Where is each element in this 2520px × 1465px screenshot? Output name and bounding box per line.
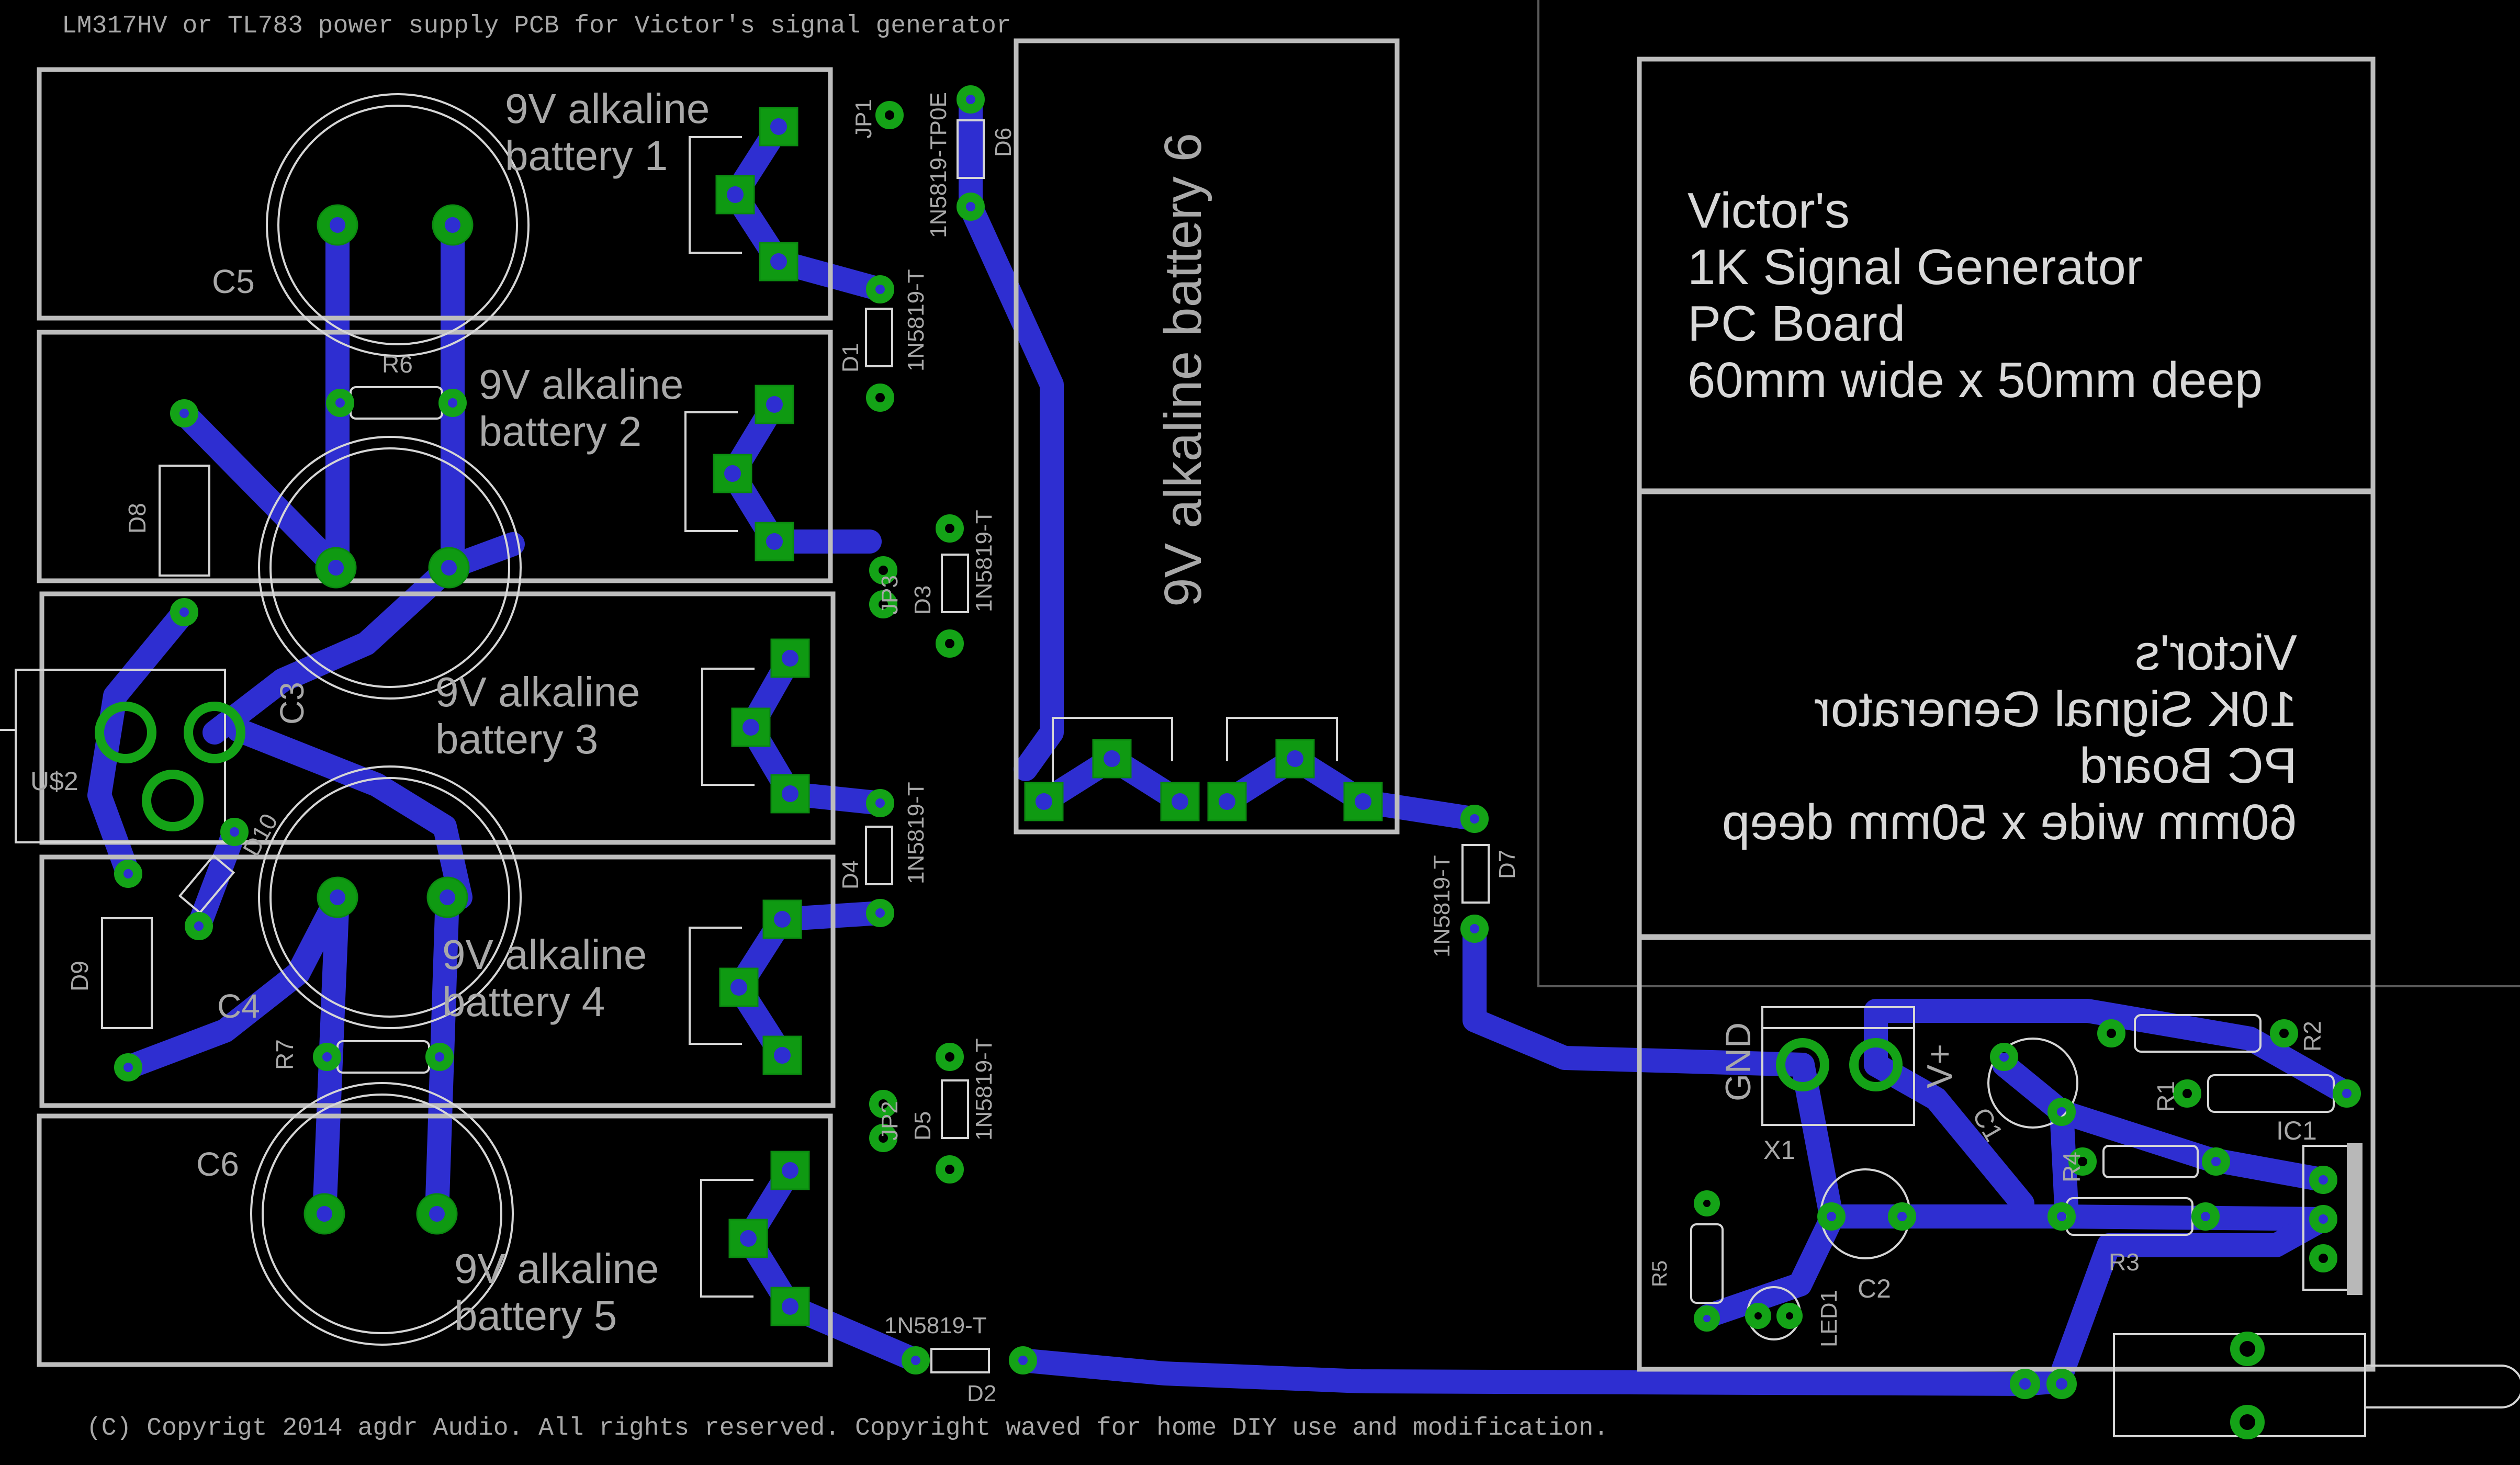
gnd-label: GND: [1718, 1022, 1758, 1101]
battery-1-label-line1: 9V alkaline: [505, 85, 710, 132]
c2-label: C2: [1858, 1274, 1891, 1303]
x1-label: X1: [1763, 1135, 1795, 1165]
note-line3: PC Board: [1688, 296, 1905, 352]
r5-label: R5: [1648, 1260, 1671, 1287]
d7-part: 1N5819-T: [1429, 855, 1455, 957]
vplus-label: V+: [1920, 1044, 1960, 1088]
d2-part: 1N5819-T: [884, 1313, 987, 1338]
d2-label: D2: [967, 1381, 996, 1406]
d6-label: D6: [991, 128, 1016, 157]
battery-5-label-line1: 9V alkaline: [454, 1245, 659, 1292]
battery-3-label-line2: battery 3: [435, 716, 598, 762]
board-outline: [1537, 0, 2520, 987]
r4-label: R4: [2058, 1152, 2085, 1182]
d7-label: D7: [1494, 850, 1520, 879]
cap-outlines: [250, 93, 530, 1346]
battery-4-label-line1: 9V alkaline: [442, 931, 647, 978]
c4-label: C4: [217, 987, 260, 1025]
component-pads: [95, 85, 2362, 1439]
battery-1-label-line2: battery 1: [505, 132, 668, 179]
jp2-label: JP2: [877, 1101, 903, 1141]
battery-2-label-line1: 9V alkaline: [479, 361, 683, 408]
mirrored-note: Victor's 10K Signal Generator PC Board 6…: [1722, 625, 2297, 850]
d3-part: 1N5819-T: [971, 510, 997, 612]
r2-label: R2: [2299, 1021, 2326, 1052]
d4-label: D4: [838, 860, 863, 889]
ic1-label: IC1: [2276, 1116, 2317, 1145]
battery-2-label-line2: battery 2: [479, 408, 642, 455]
note-line1: Victor's: [1688, 183, 1850, 239]
copyright-notice: (C) Copyrigt 2014 agdr Audio. All rights…: [86, 1414, 1608, 1443]
note-line2: 1K Signal Generator: [1688, 239, 2143, 295]
us2-label: U$2: [30, 767, 78, 796]
battery-5-label-line2: battery 5: [454, 1292, 617, 1339]
d1-label: D1: [838, 343, 863, 373]
d9-label: D9: [66, 961, 93, 991]
d3-label: D3: [910, 585, 936, 615]
r3-label: R3: [2109, 1248, 2140, 1276]
c6-label: C6: [196, 1145, 239, 1183]
d6-part: 1N5819-TP0E: [926, 92, 951, 238]
mirrored-note-line2: 10K Signal Generator: [1814, 681, 2297, 737]
jp3-label: JP3: [877, 575, 903, 615]
mirrored-note-line3: PC Board: [2079, 738, 2297, 794]
d1-part: 1N5819-T: [903, 269, 929, 371]
battery-4-label-line2: battery 4: [442, 978, 605, 1025]
r1-label: R1: [2152, 1081, 2179, 1112]
led1-label: LED1: [1816, 1290, 1842, 1347]
note-line4: 60mm wide x 50mm deep: [1688, 352, 2263, 408]
battery-clip-outlines: [684, 136, 1338, 1298]
d5-part: 1N5819-T: [971, 1038, 997, 1141]
d4-part: 1N5819-T: [903, 782, 929, 884]
battery-6-label: 9V alkaline battery 6: [1154, 133, 1212, 607]
mirrored-note-line1: Victor's: [2135, 625, 2297, 681]
c3-label: C3: [273, 682, 311, 725]
mirrored-note-line4: 60mm wide x 50mm deep: [1722, 794, 2297, 850]
r7-label: R7: [271, 1039, 298, 1070]
c5-label: C5: [212, 263, 255, 300]
d5-label: D5: [910, 1111, 936, 1141]
board-title: LM317HV or TL783 power supply PCB for Vi…: [62, 12, 1011, 40]
d8-label: D8: [123, 503, 151, 534]
diode-bodies: [101, 119, 1490, 1373]
battery-3-label-line1: 9V alkaline: [435, 669, 640, 715]
r6-label: R6: [382, 351, 413, 378]
jp1-label: JP1: [851, 99, 876, 139]
silkscreen-outlines: [37, 38, 2376, 1372]
